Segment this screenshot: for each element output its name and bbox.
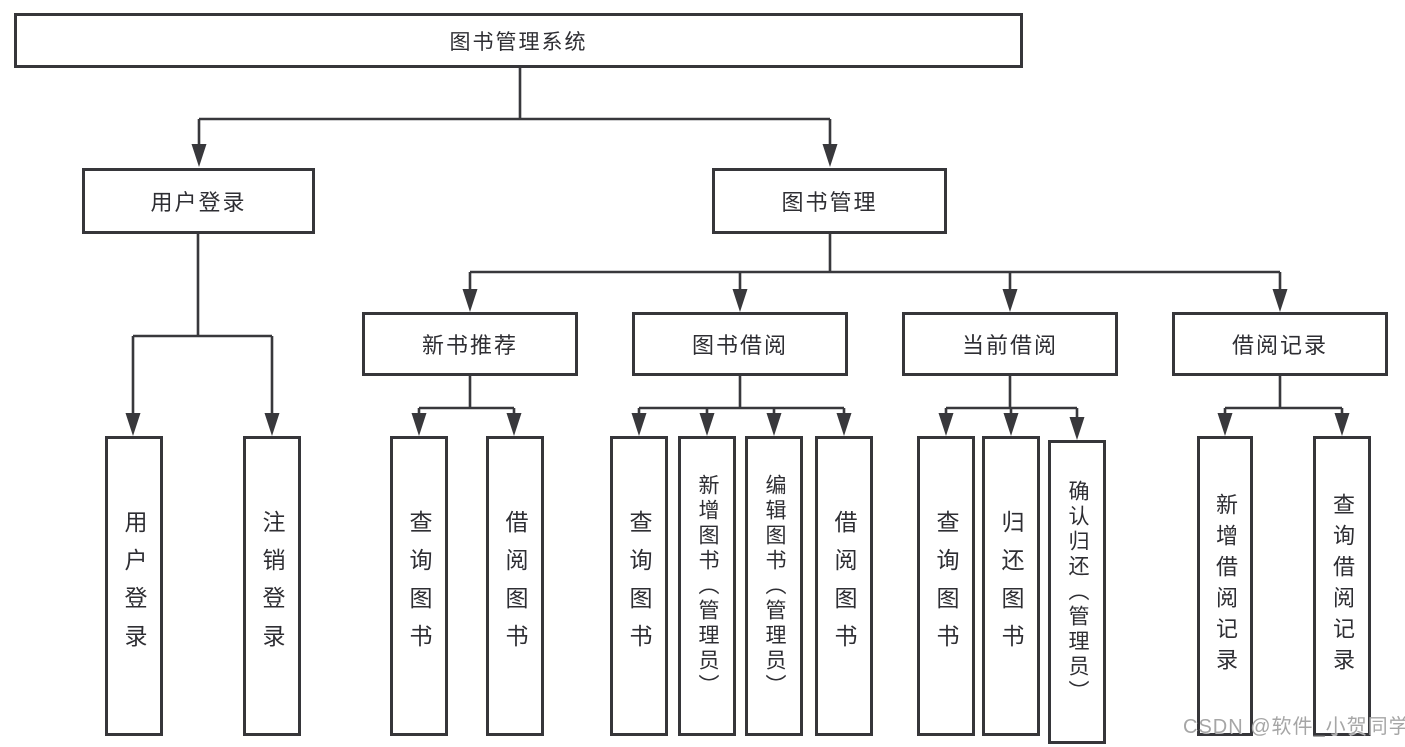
- leaf-query-borrow-record: 查询借阅记录: [1313, 436, 1371, 736]
- leaf-borrow-books-borrow: 借阅图书: [815, 436, 873, 736]
- leaf-return-book: 归还图书: [982, 436, 1040, 736]
- csdn-watermark: CSDN @软件_小贺同学: [1183, 716, 1405, 738]
- node-borrow-records: 借阅记录: [1172, 312, 1388, 376]
- leaf-query-books-borrow: 查询图书: [610, 436, 668, 736]
- node-book-borrow: 图书借阅: [632, 312, 848, 376]
- leaf-borrow-books-recommend: 借阅图书: [486, 436, 544, 736]
- leaf-logout: 注销登录: [243, 436, 301, 736]
- leaf-confirm-return-admin: 确认归还（管理员）: [1048, 440, 1106, 744]
- leaf-query-books-current: 查询图书: [917, 436, 975, 736]
- node-new-book-recommend: 新书推荐: [362, 312, 578, 376]
- node-root: 图书管理系统: [14, 13, 1023, 68]
- leaf-query-books-recommend: 查询图书: [390, 436, 448, 736]
- leaf-edit-book-admin: 编辑图书（管理员）: [745, 436, 803, 736]
- arrowheads: [125, 144, 1350, 440]
- leaf-user-login: 用户登录: [105, 436, 163, 736]
- node-current-borrow: 当前借阅: [902, 312, 1118, 376]
- leaf-add-book-admin: 新增图书（管理员）: [678, 436, 736, 736]
- node-book-management: 图书管理: [712, 168, 947, 234]
- node-user-login: 用户登录: [82, 168, 315, 234]
- leaf-add-borrow-record: 新增借阅记录: [1197, 436, 1253, 736]
